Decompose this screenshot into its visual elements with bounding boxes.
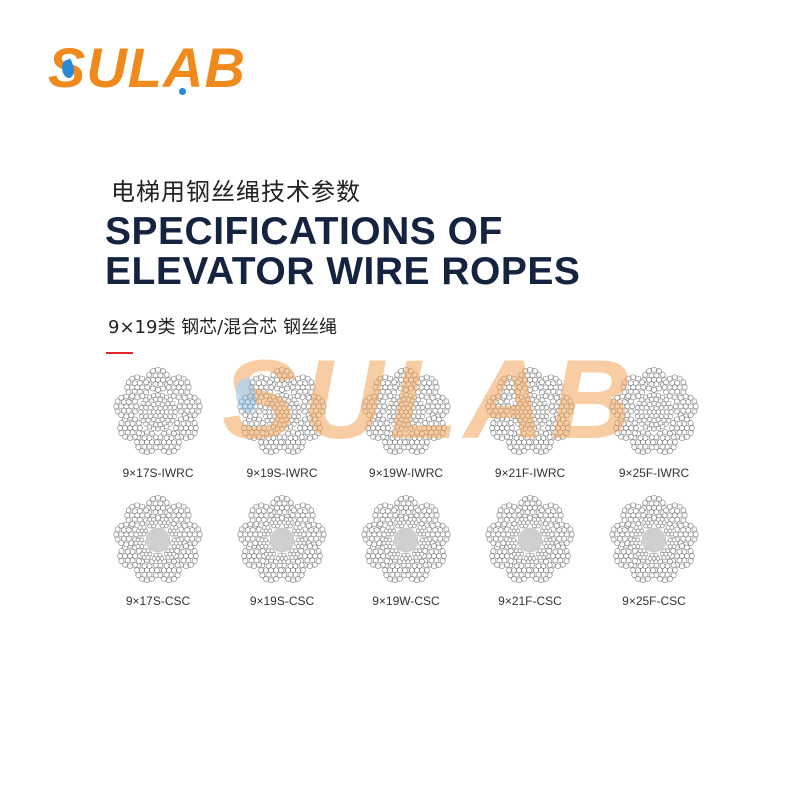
- rope-cross-section-icon: [485, 366, 575, 456]
- rope-item-9x21f-iwrc: 9×21F-IWRC: [468, 366, 592, 494]
- rope-label: 9×25F-IWRC: [618, 466, 690, 480]
- rope-cross-section-icon: [361, 366, 451, 456]
- iwrc-row: 9×17S-IWRC 9×19S-IWRC 9×19W-IWRC 9×21F-I…: [96, 366, 716, 494]
- rope-item-9x25f-csc: 9×25F-CSC: [592, 494, 716, 622]
- rope-label: 9×21F-CSC: [498, 594, 562, 608]
- csc-row: 9×17S-CSC 9×19S-CSC 9×19W-CSC 9×21F-CSC …: [96, 494, 716, 622]
- logo-text: SULAB: [48, 36, 246, 99]
- rope-item-9x17s-iwrc: 9×17S-IWRC: [96, 366, 220, 494]
- sulab-logo: SULAB: [48, 38, 258, 98]
- rope-item-9x19w-iwrc: 9×19W-IWRC: [344, 366, 468, 494]
- english-title-line-1: SPECIFICATIONS OF: [105, 210, 503, 253]
- rope-label: 9×21F-IWRC: [494, 466, 566, 480]
- english-title-line-2: ELEVATOR WIRE ROPES: [105, 250, 581, 293]
- rope-label: 9×17S-IWRC: [122, 466, 194, 480]
- rope-item-9x21f-csc: 9×21F-CSC: [468, 494, 592, 622]
- rope-label: 9×25F-CSC: [622, 594, 686, 608]
- rope-label: 9×19S-IWRC: [246, 466, 318, 480]
- rope-grid: 9×17S-IWRC 9×19S-IWRC 9×19W-IWRC 9×21F-I…: [96, 366, 716, 622]
- section-subtitle: 9×19类 钢芯/混合芯 钢丝绳: [108, 317, 337, 338]
- rope-cross-section-icon: [609, 494, 699, 584]
- rope-cross-section-icon: [485, 494, 575, 584]
- chinese-title: 电梯用钢丝绳技术参数: [111, 178, 361, 206]
- logo-dot: [179, 88, 186, 95]
- red-divider: [106, 352, 133, 354]
- rope-cross-section-icon: [361, 494, 451, 584]
- rope-label: 9×17S-CSC: [125, 594, 191, 608]
- rope-cross-section-icon: [113, 494, 203, 584]
- rope-label: 9×19W-CSC: [372, 594, 440, 608]
- rope-item-9x19w-csc: 9×19W-CSC: [344, 494, 468, 622]
- english-title: SPECIFICATIONS OF ELEVATOR WIRE ROPES: [105, 212, 580, 292]
- rope-item-9x19s-csc: 9×19S-CSC: [220, 494, 344, 622]
- rope-cross-section-icon: [113, 366, 203, 456]
- rope-cross-section-icon: [609, 366, 699, 456]
- rope-item-9x19s-iwrc: 9×19S-IWRC: [220, 366, 344, 494]
- rope-item-9x25f-iwrc: 9×25F-IWRC: [592, 366, 716, 494]
- rope-cross-section-icon: [237, 366, 327, 456]
- rope-label: 9×19W-IWRC: [368, 466, 444, 480]
- rope-item-9x17s-csc: 9×17S-CSC: [96, 494, 220, 622]
- rope-cross-section-icon: [237, 494, 327, 584]
- rope-label: 9×19S-CSC: [249, 594, 315, 608]
